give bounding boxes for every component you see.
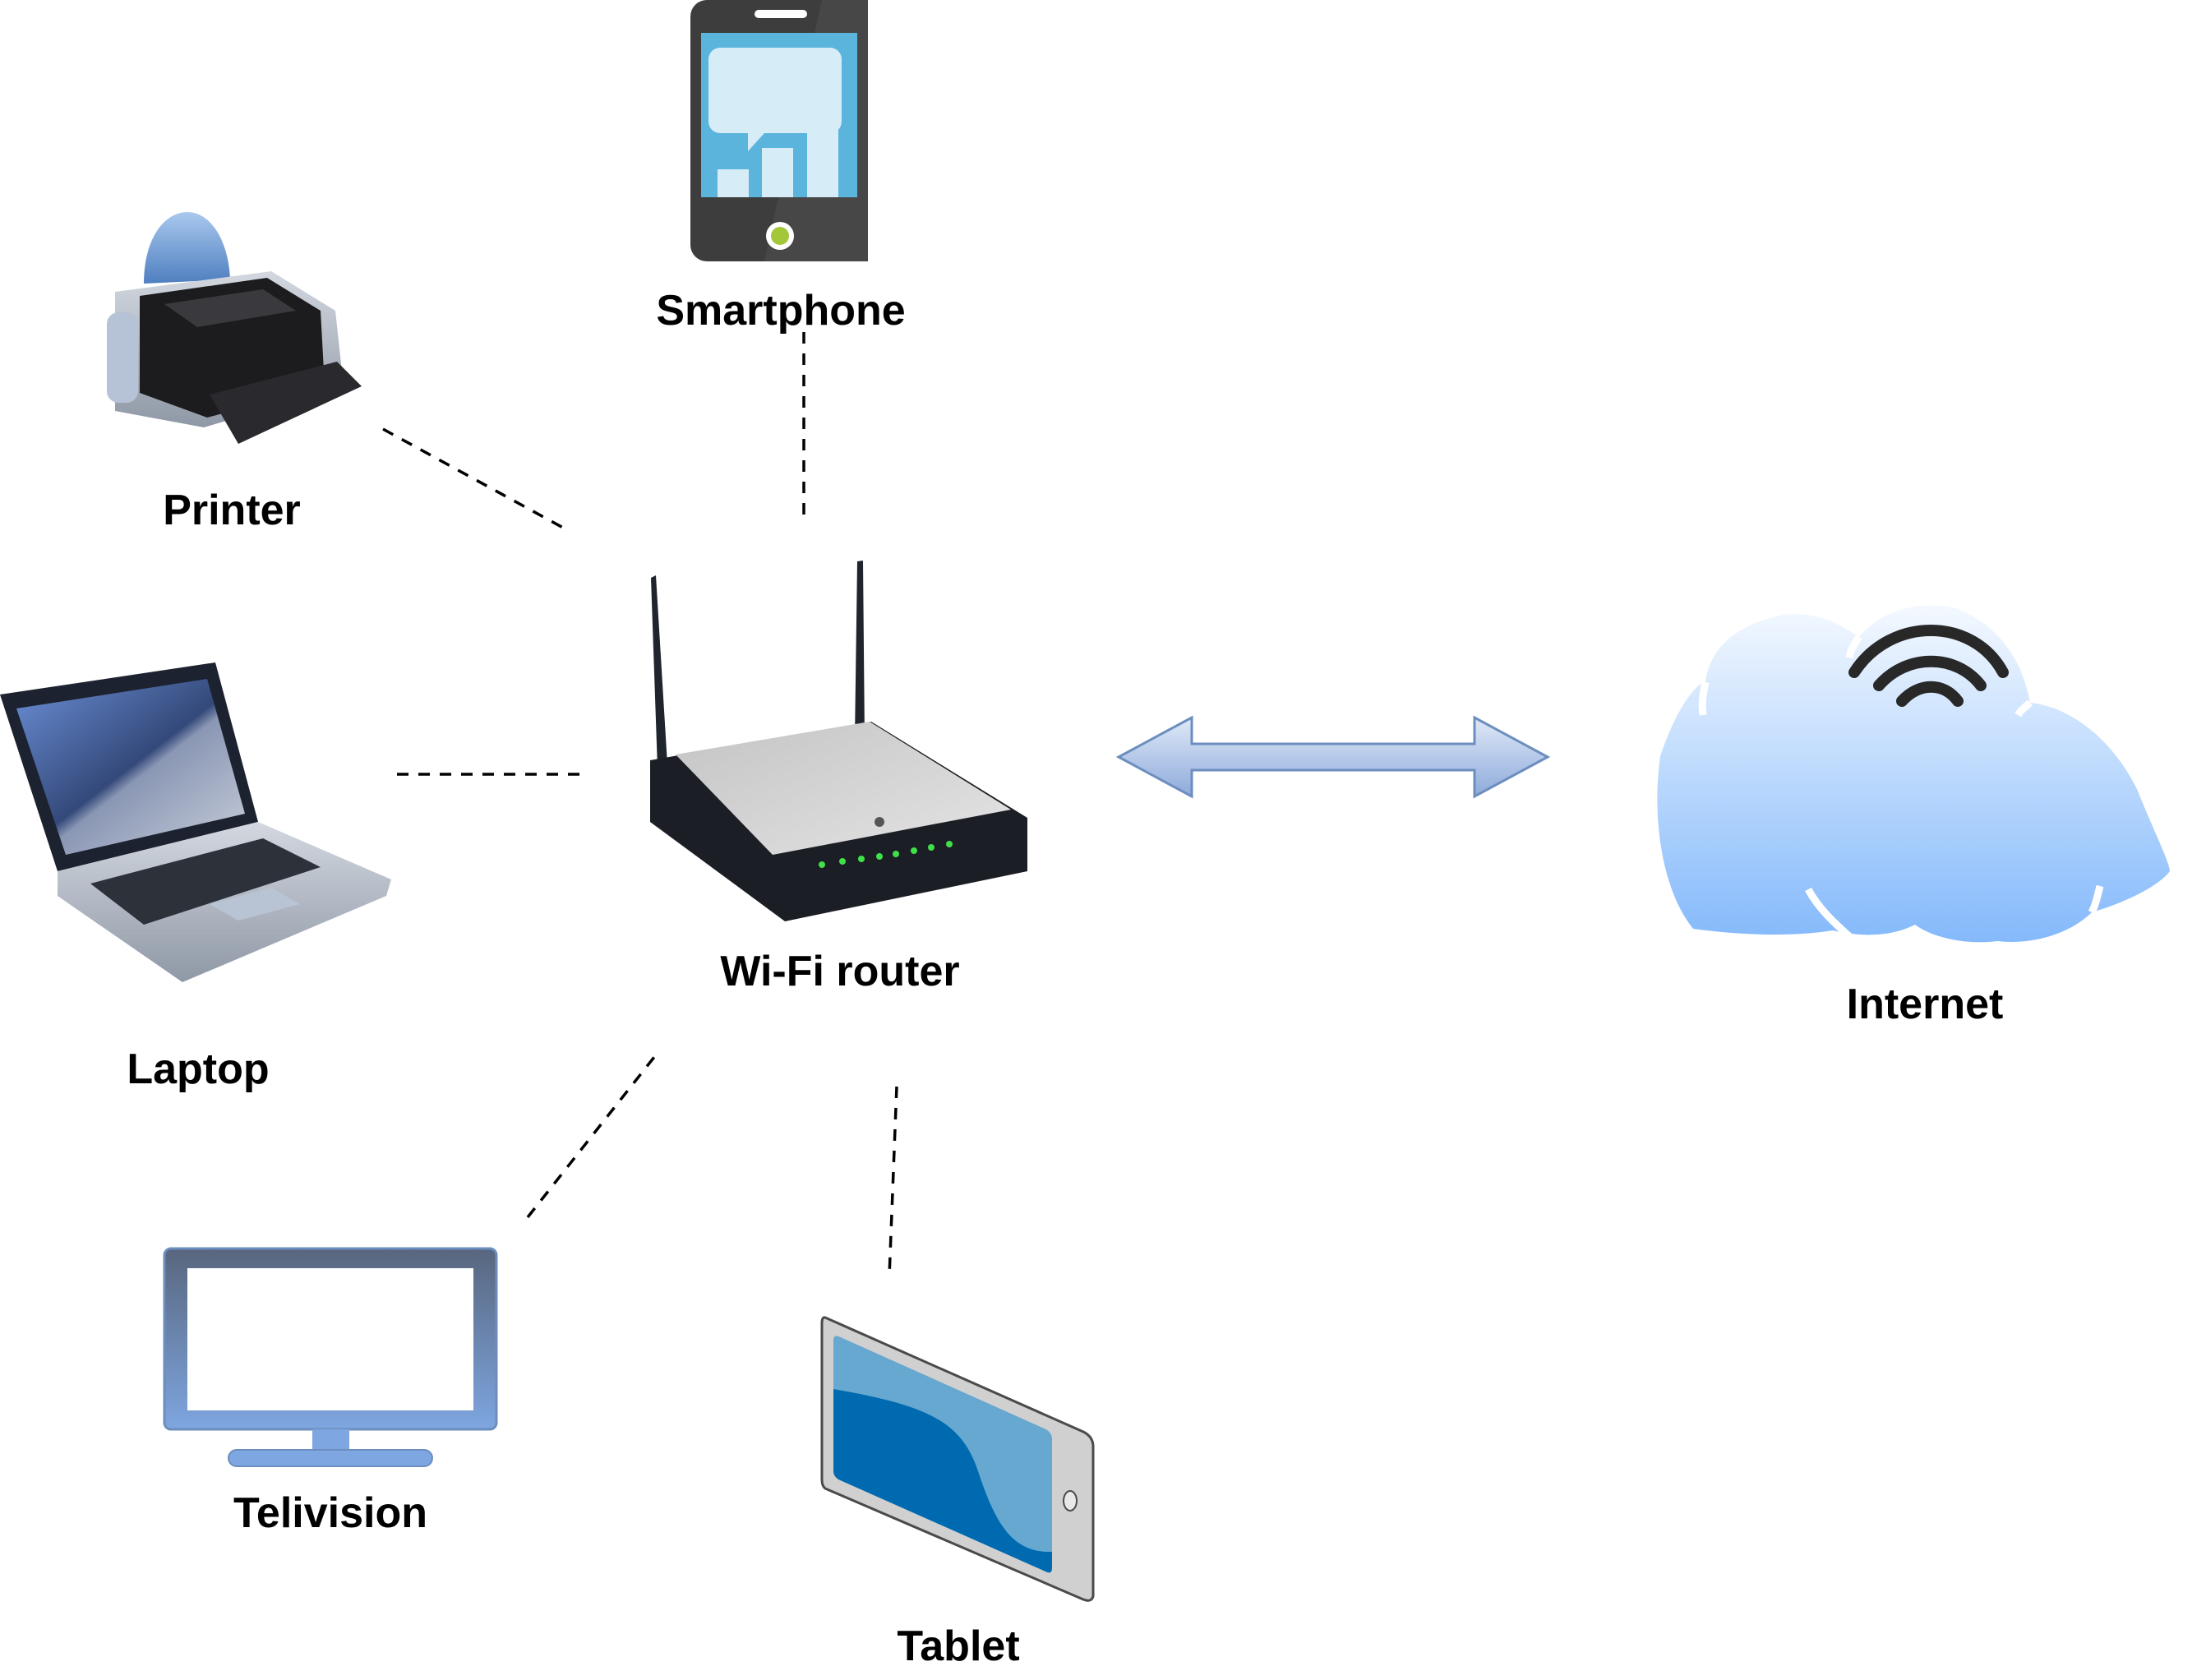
links [382, 332, 898, 1277]
internet-node[interactable]: Internet [1657, 605, 2170, 1028]
laptop-node[interactable]: Laptop [0, 662, 391, 1093]
tablet-icon [820, 1316, 1095, 1602]
bidirectional-arrow [1115, 715, 1551, 799]
cloud-wifi-icon [1657, 605, 2170, 948]
link-printer-router [382, 427, 564, 529]
link-tablet-router [888, 1086, 898, 1277]
printer-label: Printer [163, 487, 301, 534]
television-label: Telivision [233, 1489, 427, 1537]
laptop-label: Laptop [127, 1045, 269, 1093]
tablet-node[interactable]: Tablet [820, 1316, 1095, 1670]
link-television-router [526, 1051, 659, 1219]
television-node[interactable]: Telivision [163, 1247, 498, 1537]
router-label: Wi-Fi router [720, 948, 959, 995]
printer-icon [107, 212, 362, 444]
router-node[interactable]: Wi-Fi router [650, 561, 1027, 995]
smartphone-icon [690, 0, 868, 261]
printer-node[interactable]: Printer [107, 212, 362, 534]
internet-label: Internet [1847, 981, 2004, 1028]
laptop-icon [0, 662, 391, 982]
wifi-router-icon [650, 561, 1027, 921]
tablet-label: Tablet [897, 1622, 1019, 1670]
television-icon [163, 1247, 498, 1467]
smartphone-label: Smartphone [656, 287, 905, 335]
router-led-lights [819, 841, 953, 868]
smartphone-node[interactable]: Smartphone [656, 0, 906, 335]
